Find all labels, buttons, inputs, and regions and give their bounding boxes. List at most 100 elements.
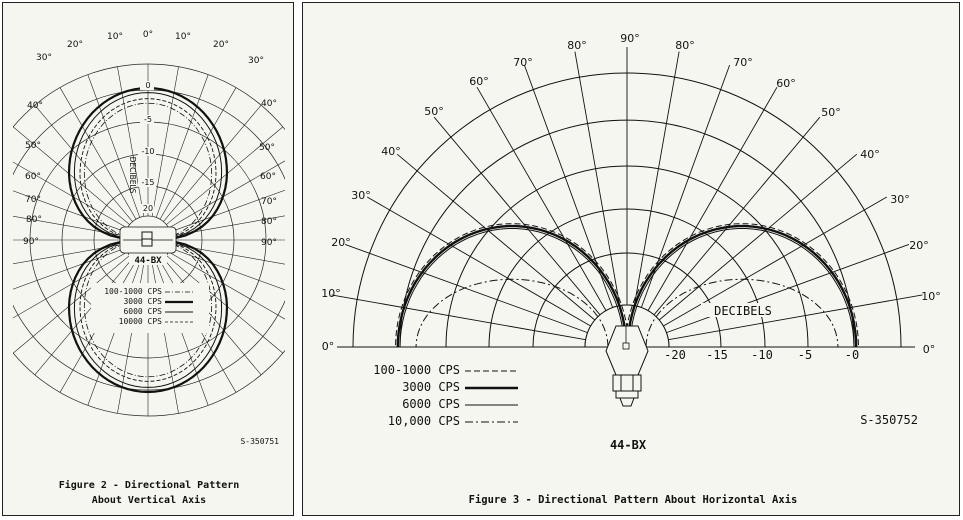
fig2-angle-0: 0° xyxy=(143,30,153,40)
fig2-angle-80-left: 80° xyxy=(26,215,42,225)
fig3-db-15: -15 xyxy=(706,348,728,362)
fig3-db-scale: -20 -15 -10 -5 -0 xyxy=(664,348,859,362)
fig3-grid-spoke xyxy=(647,86,778,311)
fig2-grid-spoke xyxy=(170,189,285,233)
fig3-legend-label-2: 3000 CPS xyxy=(402,380,460,394)
fig3-angle-10-right: 10° xyxy=(921,290,941,303)
fig2-angle-50-left: 50° xyxy=(25,141,41,151)
fig3-pattern-curve xyxy=(645,278,839,348)
fig2-grid-spoke xyxy=(13,126,130,225)
fig2-grid-spoke xyxy=(13,243,125,265)
fig2-angle-70-right: 70° xyxy=(261,197,277,207)
fig2-grid-spoke xyxy=(34,104,133,222)
fig3-pattern-curve xyxy=(395,223,629,348)
fig2-legend: 100-1000 CPS 3000 CPS 6000 CPS 10000 CPS xyxy=(91,283,209,333)
fig3-grid-spoke xyxy=(344,243,588,334)
fig2-db-20: 20 xyxy=(143,204,153,213)
fig3-angle-0-right: 0° xyxy=(923,343,936,356)
fig2-db-15: -15 xyxy=(141,178,154,187)
fig2-grid-spoke xyxy=(13,247,126,290)
fig2-grid-spoke xyxy=(13,251,128,319)
fig3-grid-spoke xyxy=(640,64,731,308)
fig2-angle-90-left: 90° xyxy=(23,237,39,247)
fig3-pattern-curve xyxy=(629,228,855,348)
fig3-legend-label-4: 10,000 CPS xyxy=(388,414,460,428)
fig3-microphone-icon xyxy=(605,325,649,407)
fig3-grid-spoke xyxy=(433,116,601,316)
fig2-angle-20-right: 20° xyxy=(213,40,229,50)
fig3-db-20: -20 xyxy=(664,348,686,362)
fig2-pattern-curve xyxy=(67,238,229,394)
fig2-angle-40-right: 40° xyxy=(261,99,277,109)
fig3-grid-spoke xyxy=(366,196,591,327)
fig2-grid-spoke xyxy=(163,258,262,376)
fig3-pattern-curve xyxy=(625,223,859,348)
fig2-grid-spoke xyxy=(170,247,285,291)
fig2-db-0: 0 xyxy=(145,81,150,90)
fig3-angle-60-left: 60° xyxy=(469,75,489,88)
figure-2-polar-diagram: 0° 10° 10° 20° 20° 30° 30° 40° 40° 50° 5… xyxy=(13,30,285,506)
fig3-angle-30-right: 30° xyxy=(890,193,910,206)
fig2-grid-spoke xyxy=(151,66,179,217)
fig3-angle-50-left: 50° xyxy=(424,105,444,118)
fig3-grid-spoke xyxy=(396,153,596,321)
fig2-microphone-icon xyxy=(119,226,177,254)
fig2-grid-spoke xyxy=(13,215,125,237)
fig2-angle-60-left: 60° xyxy=(25,172,41,182)
fig2-angle-40-left: 40° xyxy=(27,101,43,111)
fig3-db-0: -0 xyxy=(845,348,859,362)
fig3-grid-spoke xyxy=(668,294,923,341)
fig2-grid-spoke xyxy=(13,190,126,233)
fig2-legend-label-4: 10000 CPS xyxy=(119,317,163,326)
fig3-angle-50-right: 50° xyxy=(821,106,841,119)
fig2-grid-spoke xyxy=(163,104,262,222)
fig2-angle-30-left: 30° xyxy=(36,53,52,63)
fig3-grid-spoke xyxy=(331,294,586,341)
fig3-model-label: 44-BX xyxy=(610,438,647,452)
fig2-caption-line-2: About Vertical Axis xyxy=(92,494,206,506)
fig3-caption: Figure 3 - Directional Pattern About Hor… xyxy=(469,494,798,506)
fig2-grid-spoke xyxy=(171,215,285,237)
fig3-pattern-curve xyxy=(399,228,625,348)
fig2-angle-90-right: 90° xyxy=(261,238,277,248)
fig3-angle-labels: 90° 80° 80° 70° 70° 60° 60° 50° 50° 40° … xyxy=(321,32,941,356)
figure-3-panel: DECIBELS -20 -15 -10 -5 -0 90° 80° 80° 7… xyxy=(302,2,960,516)
fig2-pattern-curve xyxy=(79,98,217,241)
fig2-serial: S-350751 xyxy=(240,437,279,446)
fig2-grid-spoke xyxy=(159,87,237,220)
fig2-grid-spoke xyxy=(34,258,133,376)
fig3-pattern-curve xyxy=(415,278,609,348)
fig2-grid-spoke xyxy=(13,161,128,229)
fig2-grid-spoke xyxy=(87,74,141,218)
fig3-grid-spoke xyxy=(658,153,858,321)
fig2-grid-spoke xyxy=(166,255,284,354)
fig2-angle-60-right: 60° xyxy=(260,172,276,182)
fig3-angle-60-right: 60° xyxy=(776,77,796,90)
fig3-angle-10-left: 10° xyxy=(321,287,341,300)
fig2-angle-20-left: 20° xyxy=(67,40,83,50)
fig2-angle-80-right: 80° xyxy=(261,217,277,227)
fig3-angle-20-right: 20° xyxy=(909,239,929,252)
fig3-pattern-curve xyxy=(626,224,858,348)
fig2-grid-spoke xyxy=(155,74,209,218)
fig3-angle-80-left: 80° xyxy=(567,39,587,52)
fig3-grid-spoke xyxy=(523,64,614,308)
fig2-legend-label-1: 100-1000 CPS xyxy=(104,287,162,296)
figure-3-polar-diagram: DECIBELS -20 -15 -10 -5 -0 90° 80° 80° 7… xyxy=(321,32,941,506)
fig3-serial: S-350752 xyxy=(860,413,918,427)
fig2-grid-spoke xyxy=(13,255,130,354)
fig2-angle-50-right: 50° xyxy=(259,143,275,153)
fig3-grid-spoke xyxy=(663,196,888,327)
fig3-grid-spoke xyxy=(574,51,621,306)
fig2-grid-spoke xyxy=(166,126,284,225)
fig3-db-10: -10 xyxy=(751,348,773,362)
fig2-grid-spoke xyxy=(168,160,285,229)
fig3-legend-label-1: 100-1000 CPS xyxy=(373,363,460,377)
fig2-pattern-curve xyxy=(73,92,223,241)
fig3-grid-spoke xyxy=(476,86,607,311)
fig2-db-scale: 0 -5 -10 -15 20 DECIBELS xyxy=(128,81,156,213)
fig2-decibels-title: DECIBELS xyxy=(128,157,137,194)
fig2-grid-spoke xyxy=(171,243,285,265)
fig2-grid-spoke xyxy=(59,87,137,220)
fig2-angle-30-right: 30° xyxy=(248,56,264,66)
